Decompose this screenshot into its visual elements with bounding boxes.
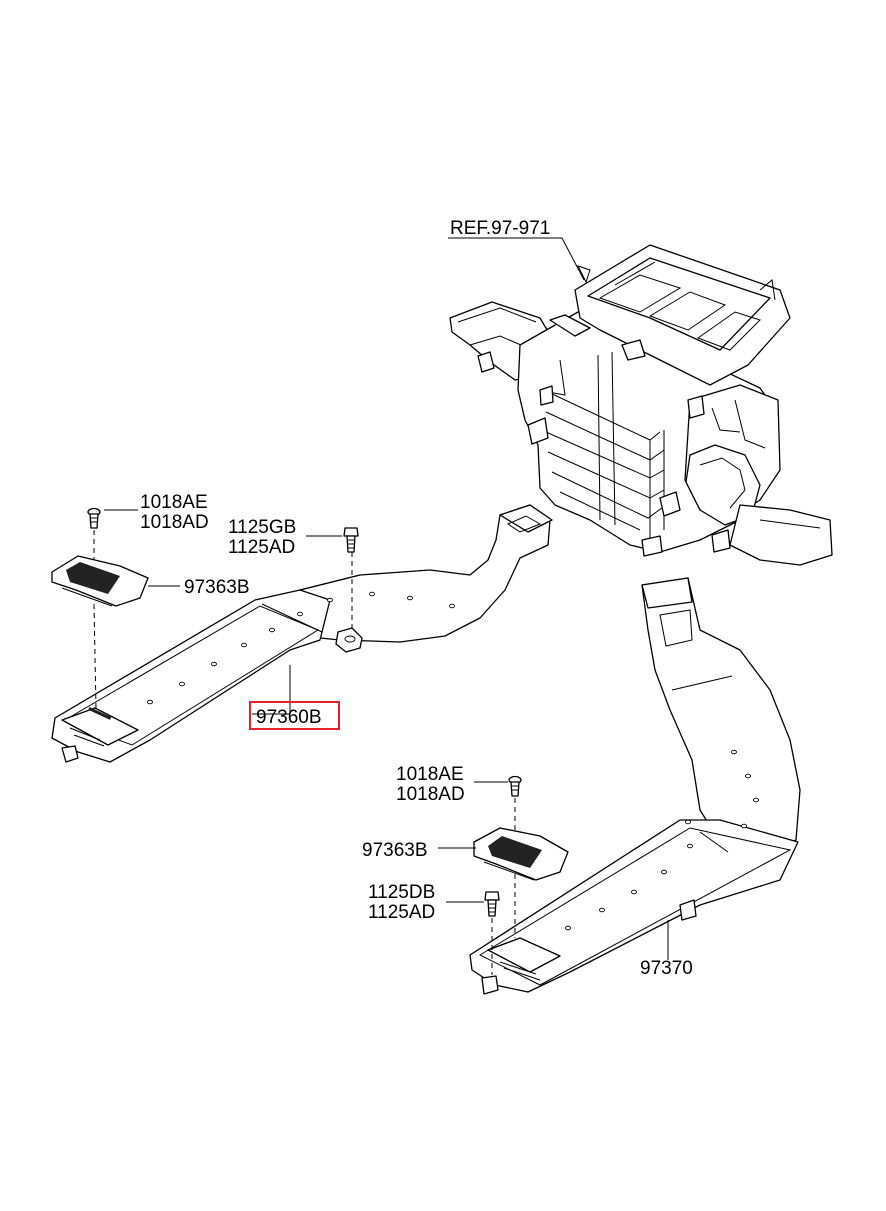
- label-duct-right: 97370: [640, 958, 693, 979]
- label-grille-top: 97363B: [184, 577, 250, 598]
- bolt-top-center: [343, 527, 359, 553]
- label-bolt-bot-2: 1125AD: [368, 902, 435, 923]
- label-screw-bot-1: 1018AE: [396, 764, 464, 785]
- label-bolt-bot-1: 1125DB: [368, 882, 435, 903]
- assembly-line-2: [93, 603, 97, 709]
- label-screw-top-1: 1018AE: [140, 492, 208, 513]
- heater-unit-assembly: [449, 244, 833, 566]
- screw-top-left: [87, 507, 101, 529]
- label-screw-top-2: 1018AD: [140, 512, 209, 533]
- grille-97363b-bottom: [473, 827, 569, 881]
- highlight-box-97360b: [249, 701, 340, 730]
- duct-97360b: [51, 504, 553, 763]
- label-ref: REF.97-971: [450, 218, 550, 239]
- label-grille-bot: 97363B: [362, 840, 428, 861]
- label-bolt-top-2: 1125AD: [228, 537, 295, 558]
- grille-97363b-top: [51, 555, 149, 607]
- label-screw-bot-2: 1018AD: [396, 784, 465, 805]
- label-duct-left: 97360B: [256, 707, 322, 728]
- screw-bottom: [508, 775, 522, 797]
- label-bolt-top-1: 1125GB: [228, 517, 296, 538]
- bolt-bottom: [484, 891, 500, 917]
- duct-97370: [469, 577, 801, 995]
